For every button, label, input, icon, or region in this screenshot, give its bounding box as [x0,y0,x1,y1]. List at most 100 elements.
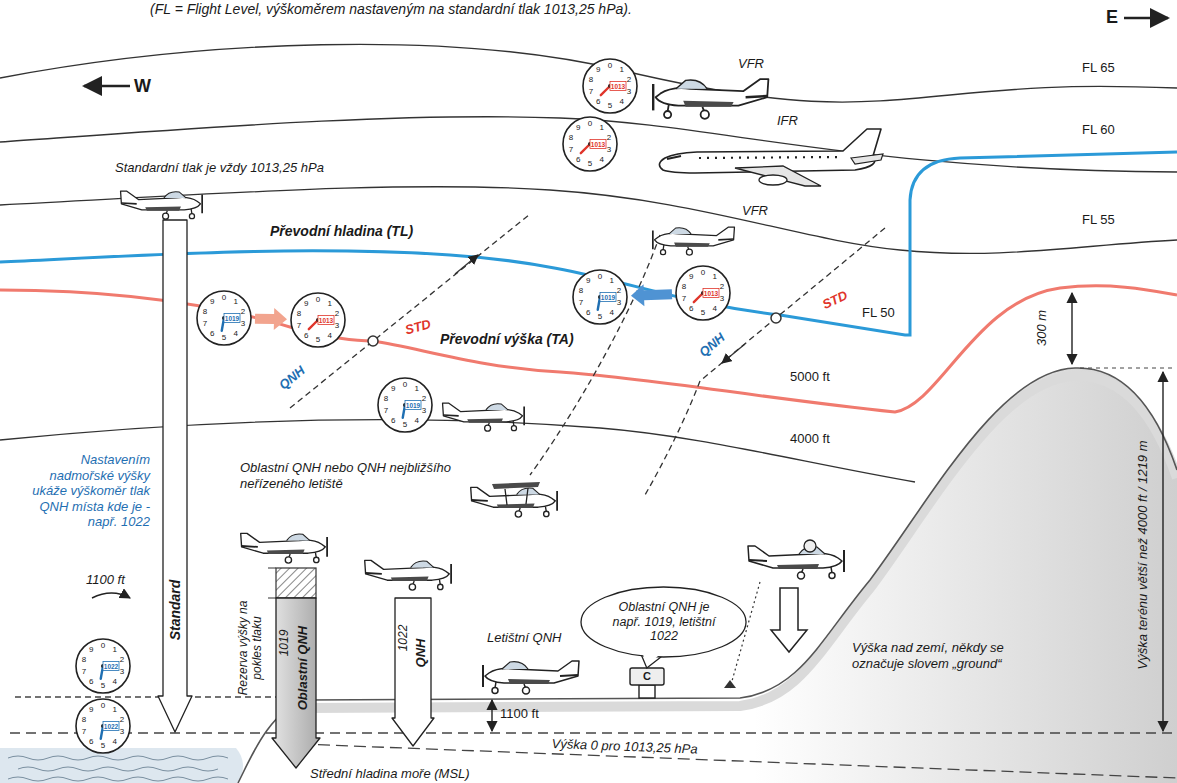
transition-altitude-label: Převodní výška (TA) [440,331,574,348]
water [0,748,243,783]
note: Rezerva výšky na pokles tlaku [236,592,265,704]
dial-digit: 1 [620,66,624,74]
dial-rim [583,59,637,113]
terrain [305,376,1177,708]
dial-digit: 6 [89,738,93,746]
setting-change-arrow [631,284,672,306]
dial-digit: 6 [304,332,308,340]
dial-digit: 9 [596,66,600,74]
aircraft [653,79,768,119]
pressure-arrow: Standard [158,220,192,732]
tower-letter: C [643,670,651,683]
water [0,748,243,783]
direction-arrow [722,344,745,363]
dimension-label: 1100 ft [500,706,539,722]
aircraft [505,488,528,505]
altimeter-dial: 01234567891013 [562,116,618,172]
dial-rim [76,699,130,753]
note: Oblastní QNH nebo QNH nejbližšího neříze… [240,460,455,491]
dial-digit: 7 [82,728,86,736]
dial-digit: 2 [422,395,426,403]
dial-digit: 2 [627,76,631,84]
pressure-window [405,401,421,410]
dial-digit: 2 [617,287,621,295]
pressure-arrow-shape [158,220,192,732]
dial-rim [573,270,627,324]
dial-digit: 2 [241,308,245,316]
dial-digit: 3 [335,322,339,330]
altimeter-dial: 01234567891013 [675,265,731,321]
dial-digit: 3 [607,146,611,154]
aircraft [365,560,451,590]
dial-digit: 9 [576,124,580,132]
flight-rule-label: VFR [738,56,764,72]
reference-line [1080,368,1172,369]
dial-digit: 8 [589,76,593,84]
flight-path [645,381,700,495]
arrow-label: 1019 [278,630,292,657]
water [8,756,228,760]
dial-digit: 8 [384,395,388,403]
pressure-window [103,722,119,731]
reference-label: Výška 0 pro 1013,25 hPa [551,736,697,757]
aircraft [121,191,203,219]
dimension-label: 1100 ft [86,572,125,588]
dial-digit: 6 [586,309,590,317]
dial-rim [378,378,432,432]
dial-digit: 4 [415,417,419,425]
dial-digit: 1 [600,124,604,132]
dial-digit: 6 [576,156,580,164]
dial-digit: 4 [600,156,604,164]
water [8,777,228,781]
pressure-arrow-body [272,598,320,768]
dial-digit: 5 [101,682,105,690]
dial-digit: 5 [403,421,407,429]
pressure-setting: 1019 [600,293,616,302]
control-tower [630,668,664,698]
terrain [238,368,1177,783]
dial-digit: 1 [415,385,419,393]
pressure-setting: 1019 [224,314,240,323]
dial-digit: 3 [241,320,245,328]
dial-digit: 5 [588,160,592,168]
dial-digit: 0 [598,273,602,281]
terrain [238,368,1177,783]
direction-arrow [455,255,478,274]
dial-digit: 9 [89,706,93,714]
reference-line [10,732,1177,733]
altimeter-dial: 01234567891013 [582,58,638,114]
setting-label: STD [403,316,432,338]
aircraft [492,482,540,489]
dimension-label: Výška terénu větší než 4000 ft / 1219 m [1135,440,1151,669]
pressure-reserve [268,568,316,598]
altimeter-dial: 01234567891019 [377,377,433,433]
setting-label: QNH [696,330,728,361]
dial-digit: 4 [610,309,614,317]
dial-digit: 4 [620,98,624,106]
pressure-window [600,293,616,302]
dial-digit: 6 [210,330,214,338]
dial-digit: 7 [82,668,86,676]
dial-digit: 9 [304,300,308,308]
dial-digit: 9 [689,273,693,281]
control-tower [639,685,655,698]
dial-digit: 7 [569,146,573,154]
aircraft [241,533,327,563]
dial-digit: 6 [689,305,693,313]
dial-digit: 3 [720,295,724,303]
altimeter-dial: 01234567891022 [75,638,131,694]
dial-digit: 5 [608,102,612,110]
pressure-setting: 1013 [318,316,334,325]
dial-digit: 7 [579,299,583,307]
reference-line [15,696,300,697]
reference-label: Střední hladina moře (MSL) [310,766,470,782]
terrain [238,368,1177,783]
dial-digit: 0 [588,120,592,128]
pressure-window [318,316,334,325]
dial-digit: 5 [598,313,602,321]
dial-digit: 0 [403,381,407,389]
note: Výška nad zemí, někdy se označuje slovem… [852,640,1027,671]
dial-digit: 4 [234,330,238,338]
dial-digit: 7 [384,407,388,415]
flight-level-label: FL 60 [1082,122,1115,138]
